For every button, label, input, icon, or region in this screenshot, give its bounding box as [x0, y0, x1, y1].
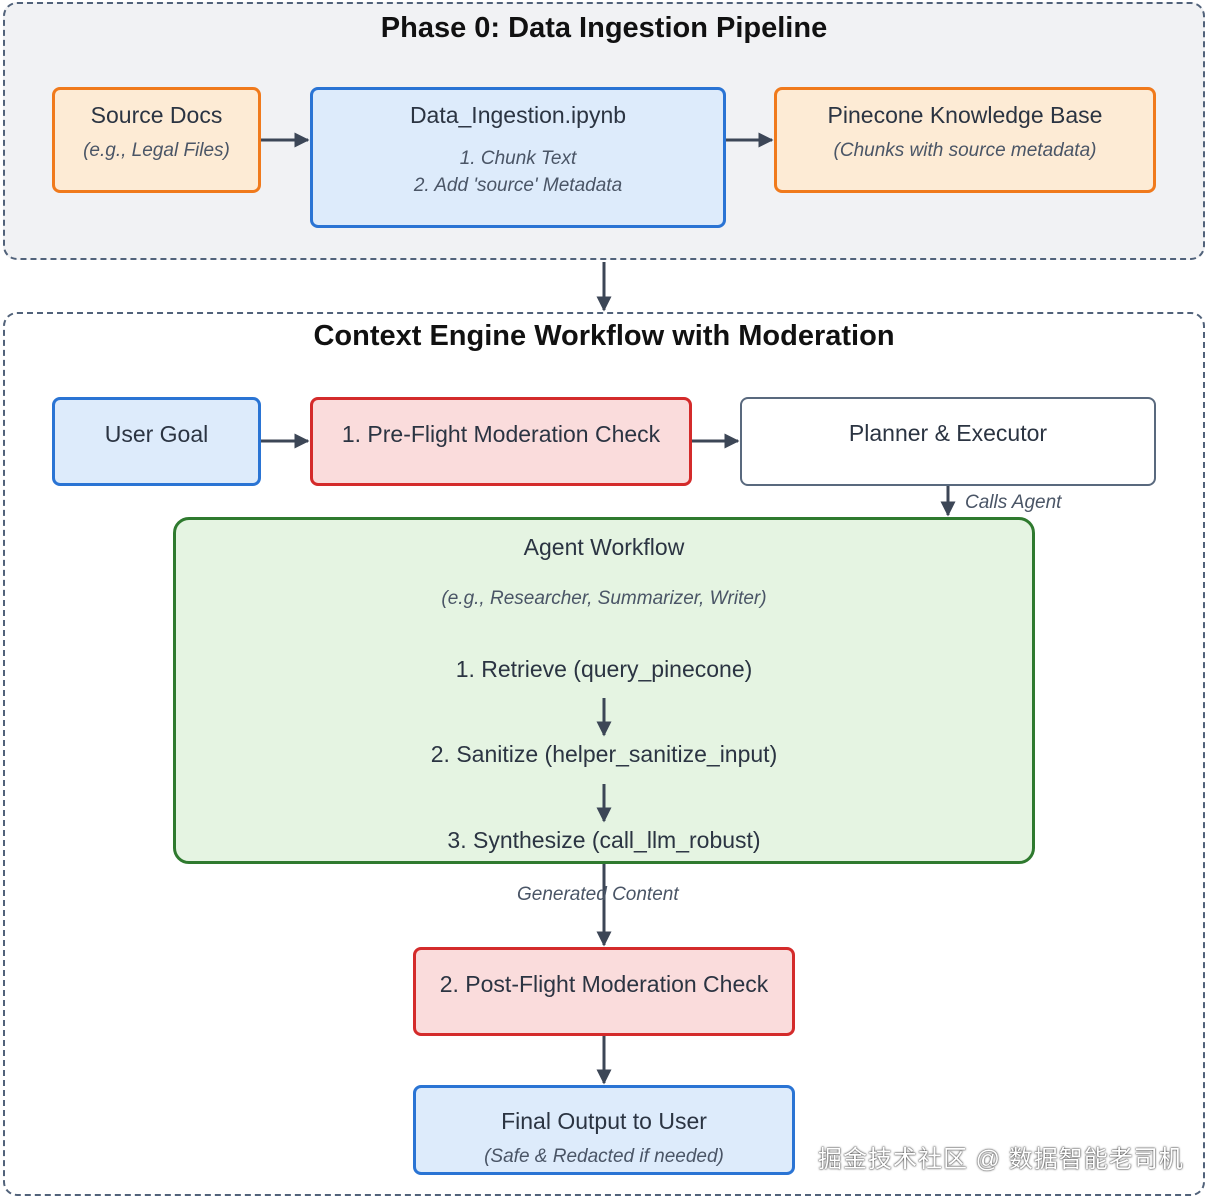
source-docs-sub: (e.g., Legal Files): [83, 140, 230, 161]
agent-step-synthesize: 3. Synthesize (call_llm_robust): [447, 827, 761, 853]
preflight-label: 1. Pre-Flight Moderation Check: [341, 421, 661, 447]
agent-label: Agent Workflow: [523, 534, 685, 560]
pinecone-label: Pinecone Knowledge Base: [827, 102, 1103, 128]
user-goal-label: User Goal: [104, 421, 209, 447]
agent-step-retrieve: 1. Retrieve (query_pinecone): [455, 656, 753, 682]
pinecone-sub: (Chunks with source metadata): [833, 140, 1097, 161]
agent-sub: (e.g., Researcher, Summarizer, Writer): [441, 588, 767, 609]
postflight-node: 2. Post-Flight Moderation Check: [413, 947, 795, 1036]
generated-content-label: Generated Content: [517, 884, 679, 905]
phase0-title: Phase 0: Data Ingestion Pipeline: [380, 12, 828, 44]
calls-agent-label: Calls Agent: [965, 492, 1062, 513]
final-output-label: Final Output to User: [501, 1108, 707, 1134]
agent-workflow-node: Agent Workflow (e.g., Researcher, Summar…: [173, 517, 1035, 864]
ingestion-step1: 1. Chunk Text: [459, 148, 577, 169]
ingestion-step2: 2. Add 'source' Metadata: [413, 175, 623, 196]
user-goal-node: User Goal: [52, 397, 261, 486]
context-title: Context Engine Workflow with Moderation: [313, 320, 895, 352]
ingestion-label: Data_Ingestion.ipynb: [409, 102, 627, 128]
pinecone-node: Pinecone Knowledge Base (Chunks with sou…: [774, 87, 1156, 193]
preflight-node: 1. Pre-Flight Moderation Check: [310, 397, 692, 486]
ingestion-node: Data_Ingestion.ipynb 1. Chunk Text 2. Ad…: [310, 87, 726, 228]
planner-node: Planner & Executor: [740, 397, 1156, 486]
watermark: 掘金技术社区 @ 数据智能老司机: [818, 1146, 1184, 1173]
final-output-sub: (Safe & Redacted if needed): [484, 1146, 724, 1167]
final-output-node: Final Output to User (Safe & Redacted if…: [413, 1085, 795, 1175]
source-docs-node: Source Docs (e.g., Legal Files): [52, 87, 261, 193]
agent-step-sanitize: 2. Sanitize (helper_sanitize_input): [430, 741, 778, 767]
planner-label: Planner & Executor: [848, 420, 1048, 446]
source-docs-label: Source Docs: [90, 102, 223, 128]
postflight-label: 2. Post-Flight Moderation Check: [439, 971, 769, 997]
